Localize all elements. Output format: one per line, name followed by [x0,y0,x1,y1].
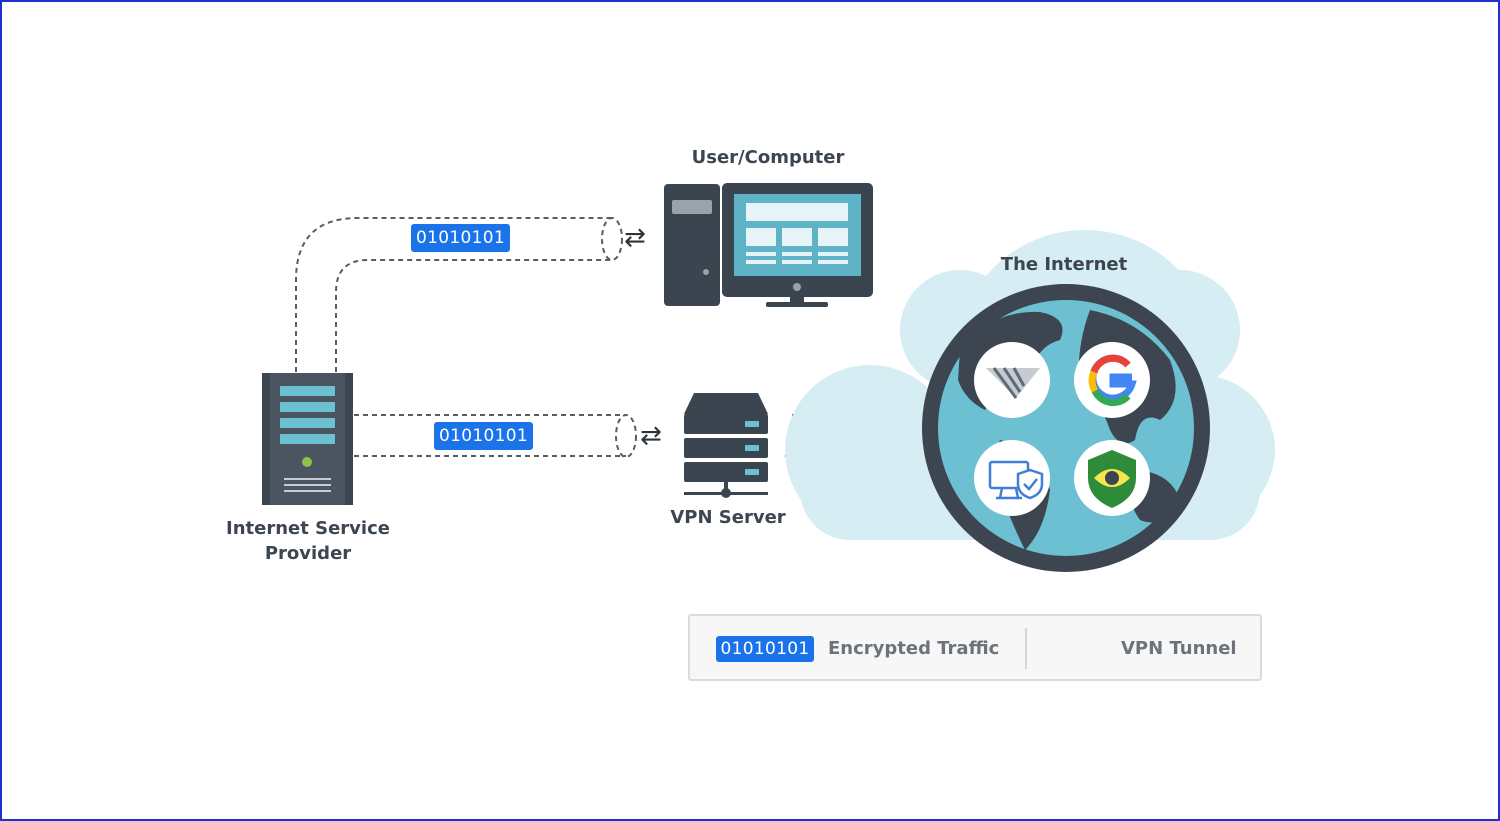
vpn-server-icon [684,393,768,498]
computer-icon [664,183,873,307]
tunnel-isp-to-computer [295,217,623,372]
legend-box: 01010101 Encrypted Traffic VPN Tunnel [688,614,1262,681]
google-icon [1074,342,1150,418]
isp-label-line2: Provider [264,543,352,564]
isp-server-icon [262,373,353,505]
globe-icon [922,284,1210,572]
isp-label-line1: Internet Service [226,518,390,539]
privacy-eye-icon [1074,440,1150,516]
internet-label: The Internet [1000,254,1128,275]
legend-tunnel-label: VPN Tunnel [1121,638,1237,659]
encrypted-traffic-badge-top: 01010101 [411,224,510,252]
bidirectional-arrow-icon-top: ⇄ [624,223,646,253]
legend-divider [1025,628,1027,669]
legend-encrypted-badge: 01010101 [716,636,814,662]
app-icon-vpn-logo [974,342,1050,418]
vpn-server-label: VPN Server [670,507,786,528]
tunnel-isp-to-vpn [354,414,637,458]
encrypted-traffic-badge-bottom: 01010101 [434,422,533,450]
bidirectional-arrow-icon-bottom: ⇄ [640,421,662,451]
monitor-shield-icon [974,440,1050,516]
computer-label: User/Computer [691,147,845,168]
legend-encrypted-label: Encrypted Traffic [828,638,1000,659]
